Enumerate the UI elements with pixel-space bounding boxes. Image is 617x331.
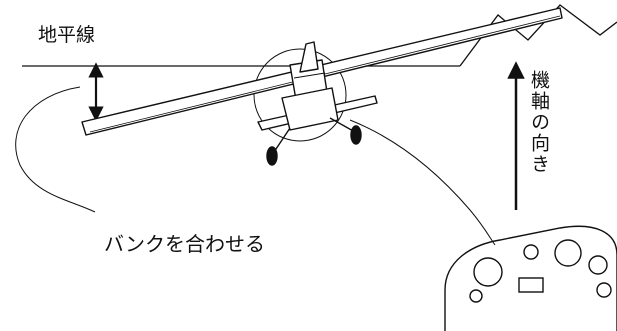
aircraft-axis-label: 機軸の向き (528, 70, 550, 175)
airplane-icon (81, 7, 563, 166)
signal-line (349, 119, 496, 246)
rc-transmitter-icon (444, 225, 617, 331)
ground-curve (15, 86, 96, 213)
horizon-label: 地平線 (38, 24, 96, 46)
bank-label: バンクを合わせる (104, 232, 265, 256)
